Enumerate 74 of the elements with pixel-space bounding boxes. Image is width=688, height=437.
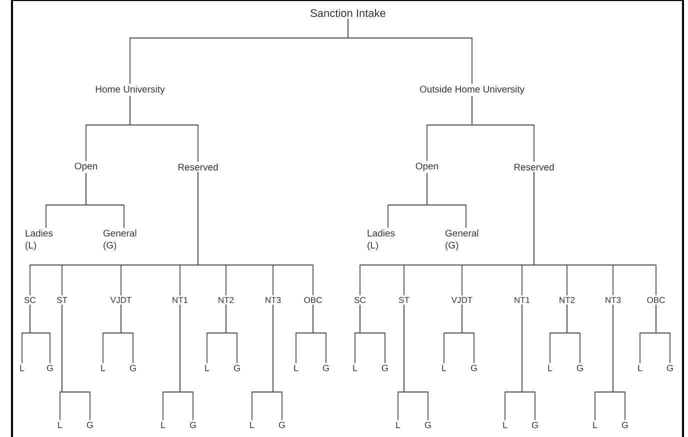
leaf-label: G [86,422,93,428]
tree-connector [272,304,282,421]
category-label: Reserved [514,164,554,170]
leaf-label: L [101,364,106,372]
leaf-label: L [442,364,446,372]
leaf-label: G [278,422,285,428]
tree-connector [360,304,386,364]
tree-connector [612,304,626,421]
tree-connector [462,304,474,364]
tree-connector [62,304,90,421]
leaf-label: L [205,364,210,372]
leaf-label: L [548,364,552,372]
category-label: VJDT [110,297,132,303]
leaf-label: L [638,364,642,372]
category-label: ST [56,297,68,303]
tree-connector [348,18,472,84]
category-label: NT2 [218,297,234,303]
leaf-label: L [396,422,400,428]
leaf-label: L [503,422,508,428]
tree-connector [522,304,536,421]
category-label: Open [74,162,97,172]
category-label: OBC [647,297,665,303]
leaf-label: G [622,422,628,428]
category-label: NT2 [560,297,575,303]
category-label: OBC [304,297,322,303]
category-label: NT1 [172,297,188,303]
tree-connector [30,304,50,364]
leaf-label: G [424,422,431,428]
leaf-label: L [593,422,598,428]
category-label: NT1 [514,297,530,303]
leaf-label: G [190,422,196,428]
tree-connector [426,172,466,228]
leaf-label: G [322,364,329,372]
tree-connector [226,304,238,364]
tree-connector [312,304,326,364]
leaf-label: L [20,364,24,372]
category-label: Ladies (L) [26,230,53,250]
leaf-label: G [532,422,538,428]
leaf-label: L [250,422,254,428]
root-label: Sanction Intake [310,8,386,18]
tree-connector [130,96,198,162]
leaf-label: L [161,422,166,428]
leaf-label: G [576,364,583,372]
tree-connector [180,304,194,421]
tree-connector [534,172,656,296]
tree-connector [86,172,124,228]
tree-connector [120,304,134,364]
category-label: NT3 [606,297,621,303]
tree-connector [566,304,580,364]
tree-connector [656,304,670,364]
tree-connector [472,96,534,162]
category-label: Reserved [178,164,218,170]
category-label: Home University [96,86,165,94]
category-label: Outside Home University [420,86,524,94]
leaf-label: G [46,364,53,372]
category-label: NT3 [266,297,281,303]
category-label: General (G) [445,230,478,250]
leaf-label: L [353,364,358,372]
category-label: Ladies (L) [368,230,395,250]
category-label: ST [398,297,410,303]
category-label: General (G) [103,230,136,250]
leaf-label: G [382,364,388,372]
leaf-label: G [234,364,240,372]
leaf-label: G [470,364,477,372]
category-label: Open [416,162,438,172]
leaf-label: G [666,364,673,372]
category-label: VJDT [451,297,472,303]
tree-connector [404,304,428,421]
leaf-label: G [130,364,136,372]
leaf-label: L [58,422,62,428]
category-label: SC [354,297,366,303]
category-label: SC [24,297,36,303]
tree-connector [198,172,314,296]
leaf-label: L [294,364,298,372]
